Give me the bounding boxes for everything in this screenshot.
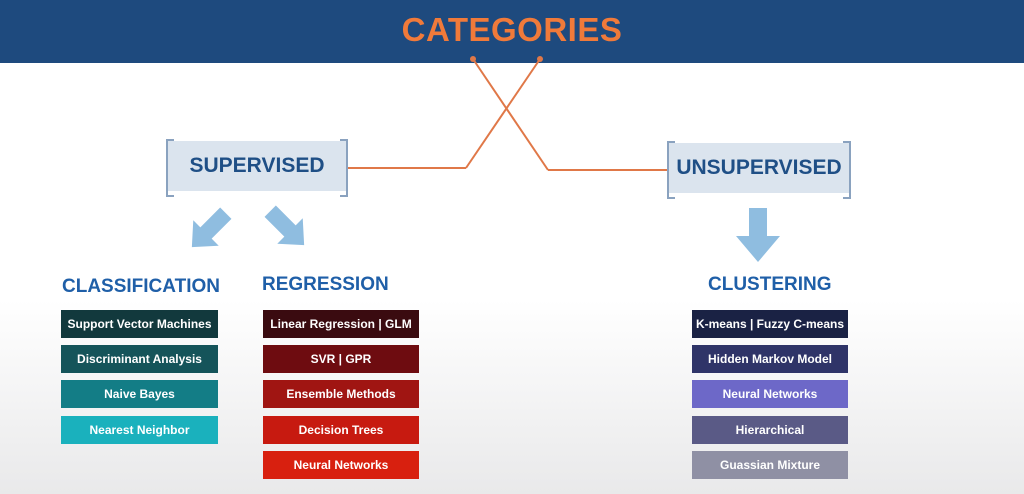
regression-item: SVR | GPR: [263, 345, 419, 373]
diagram-title: CATEGORIES: [401, 11, 623, 48]
arrow-to-regression-icon: [264, 205, 305, 246]
clustering-item: Hierarchical: [692, 416, 848, 444]
clustering-heading: CLUSTERING: [708, 274, 832, 295]
connector-unsupervised-diagonal: [472, 58, 549, 171]
connector-supervised-diagonal: [465, 58, 541, 169]
classification-item: Discriminant Analysis: [61, 345, 218, 373]
connector-node-right: [537, 56, 543, 62]
connector-node-left: [470, 56, 476, 62]
unsupervised-box: UNSUPERVISED: [667, 141, 851, 199]
unsupervised-label: UNSUPERVISED: [676, 156, 842, 179]
header-bar: [0, 0, 1024, 63]
clustering-item: Guassian Mixture: [692, 451, 848, 479]
arrow-to-clustering-icon: [736, 208, 780, 262]
supervised-label: SUPERVISED: [189, 154, 325, 177]
regression-item: Decision Trees: [263, 416, 419, 444]
regression-heading: REGRESSION: [262, 274, 389, 295]
classification-heading: CLASSIFICATION: [62, 276, 220, 297]
clustering-item: Neural Networks: [692, 380, 848, 408]
regression-item: Ensemble Methods: [263, 380, 419, 408]
classification-item: Support Vector Machines: [61, 310, 218, 338]
arrow-to-classification-icon: [191, 207, 232, 248]
classification-item: Naive Bayes: [61, 380, 218, 408]
regression-item: Linear Regression | GLM: [263, 310, 419, 338]
classification-item: Nearest Neighbor: [61, 416, 218, 444]
supervised-box: SUPERVISED: [166, 139, 348, 197]
clustering-item: K-means | Fuzzy C-means: [692, 310, 848, 338]
regression-item: Neural Networks: [263, 451, 419, 479]
clustering-item: Hidden Markov Model: [692, 345, 848, 373]
